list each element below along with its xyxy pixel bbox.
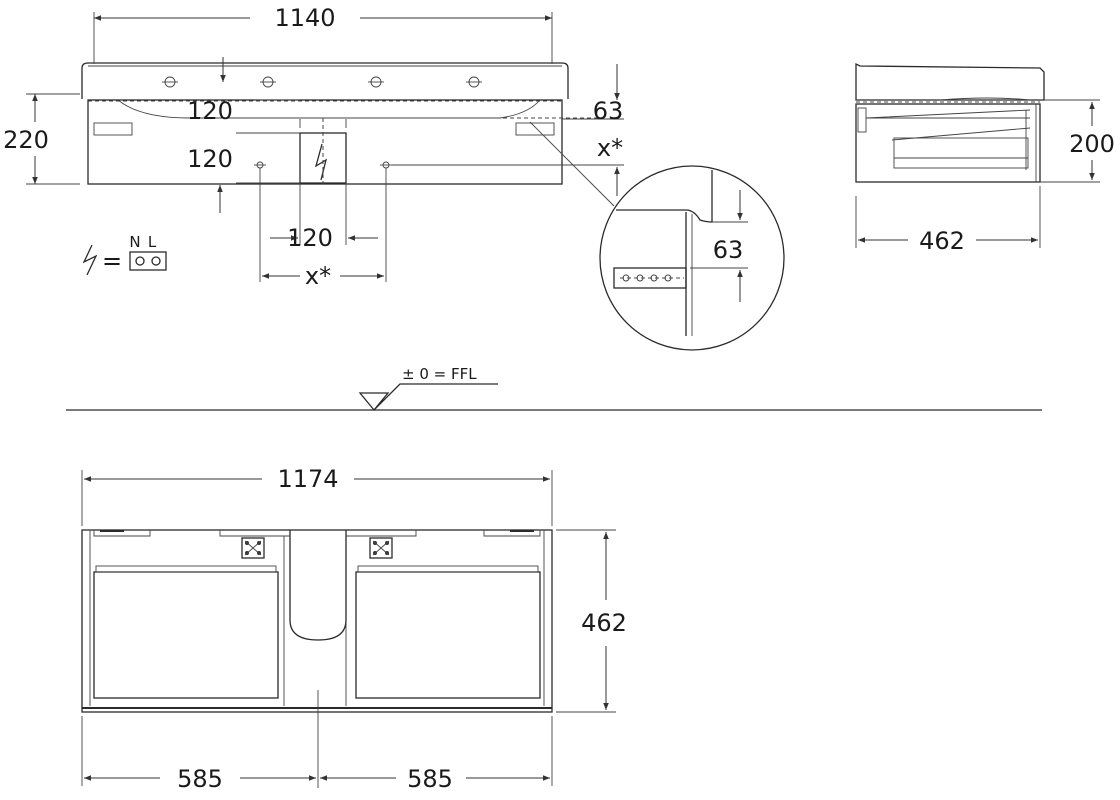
plan-siphon-cutout <box>289 530 347 641</box>
mounting-rail <box>613 267 687 289</box>
side-view: 200 462 <box>855 62 1115 255</box>
detail-dim: 63 <box>713 236 744 264</box>
drawer-right <box>355 571 541 699</box>
power-bolt-icon <box>82 244 98 276</box>
front-view: 1140 220 120 120 63 x* 120 x* <box>3 4 624 290</box>
drawer-left <box>93 571 279 699</box>
floor-level: ± 0 = FFL <box>66 365 1042 412</box>
plan-dim-width: 1174 <box>277 465 338 493</box>
hanging-bracket <box>369 537 393 559</box>
socket-pin-l <box>151 256 161 266</box>
legend-l: L <box>148 233 157 251</box>
washbasin-outline <box>81 62 569 99</box>
tap-hole <box>260 76 276 88</box>
socket-pin-n <box>135 256 145 266</box>
dim-spacing-horizontal: 120 <box>287 224 333 252</box>
side-dim-depth: 462 <box>919 227 965 255</box>
socket-box <box>129 251 167 271</box>
handle-left <box>93 122 133 136</box>
dim-var-right: x* <box>597 134 623 162</box>
plan-view: 1174 462 585 585 <box>81 465 627 793</box>
legend-n: N <box>129 233 140 251</box>
dim-height-left: 220 <box>3 126 49 154</box>
hanging-bracket <box>241 537 265 559</box>
side-dim-height: 200 <box>1069 130 1115 158</box>
plan-dim-depth: 462 <box>581 609 627 637</box>
handle-right <box>515 122 555 136</box>
plan-dim-half-left: 585 <box>177 765 223 793</box>
plan-dim-half-right: 585 <box>407 765 453 793</box>
tap-hole <box>368 76 384 88</box>
connection-point <box>380 161 392 169</box>
detail-circle <box>599 165 785 351</box>
connection-point <box>254 161 266 169</box>
power-symbol-icon <box>314 143 328 181</box>
tap-hole <box>466 76 482 88</box>
dim-var-bottom: x* <box>305 262 331 290</box>
cabinet-front <box>87 99 563 185</box>
dim-edge-offset: 63 <box>593 97 624 125</box>
basin-curve <box>117 99 541 119</box>
electrical-legend: = N L <box>82 233 167 276</box>
detail-view: 63 <box>529 121 785 351</box>
floor-level-label: ± 0 = FFL <box>402 365 477 383</box>
level-marker-icon <box>358 383 498 412</box>
plan-outline <box>81 529 553 713</box>
dim-spacing-lower: 120 <box>187 145 233 173</box>
dim-spacing-upper: 120 <box>187 97 233 125</box>
side-cabinet <box>855 103 1041 183</box>
dim-width-top: 1140 <box>274 4 335 32</box>
legend-equals: = <box>102 247 122 275</box>
tap-hole <box>162 76 178 88</box>
